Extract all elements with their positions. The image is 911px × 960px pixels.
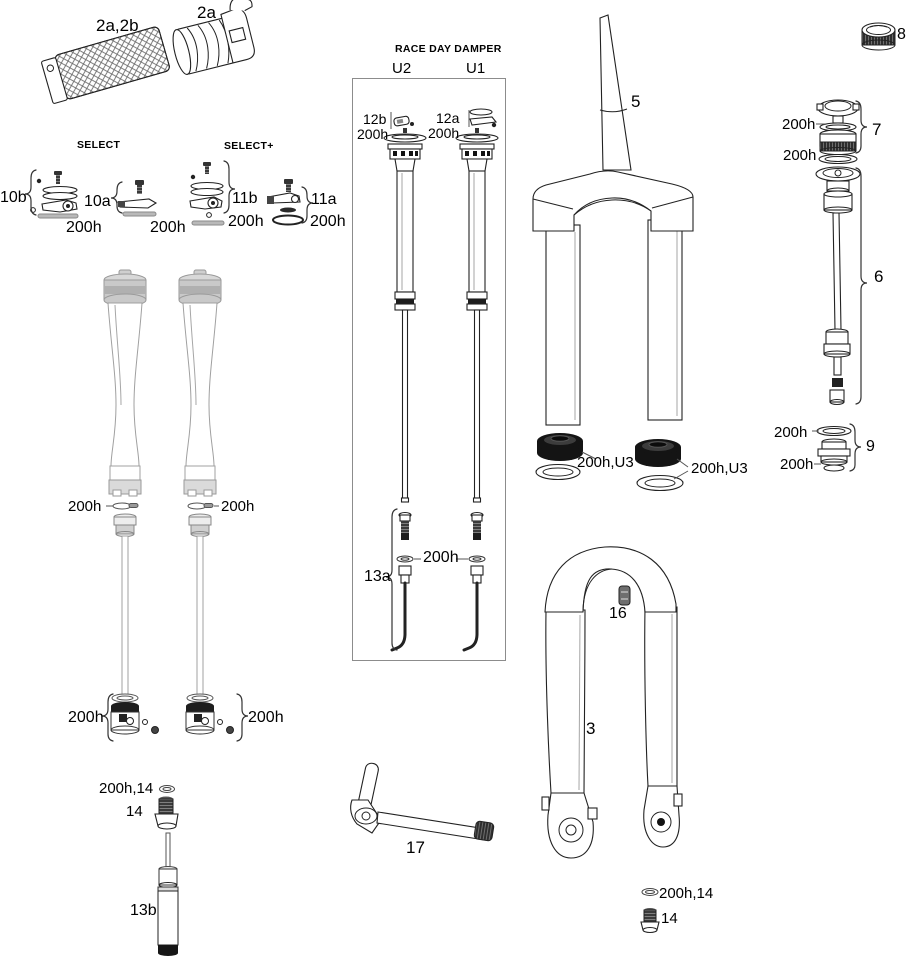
label-grip-pair: 2a,2b <box>96 16 139 35</box>
label-12a: 12a <box>436 110 460 126</box>
label-7-seal: 200h <box>782 116 816 133</box>
selectplus-header: SELECT+ <box>224 140 274 152</box>
damper-u1-art <box>454 126 500 652</box>
label-6: 6 <box>874 267 884 286</box>
damper-adjuster-12b-art <box>390 112 414 129</box>
label-washer-right: 200h,14 <box>659 885 714 902</box>
grip-art <box>41 26 170 104</box>
lowers-art <box>541 546 683 859</box>
label-10b: 10b <box>0 189 27 206</box>
label-10a-seal: 200h <box>150 219 186 236</box>
brace-bottom-left-seal <box>101 693 114 742</box>
brace-bottom-right-seal <box>236 693 249 742</box>
selectplus-kit-11b-art <box>189 162 225 226</box>
label-7: 7 <box>872 120 882 139</box>
brace-11a <box>301 186 314 224</box>
label-16: 16 <box>609 605 627 622</box>
topcap-assembly-art <box>816 99 860 165</box>
label-17: 17 <box>406 838 425 857</box>
brace-10b <box>24 169 37 216</box>
select-kit-10a-art <box>117 180 158 217</box>
label-12b: 12b <box>363 111 387 127</box>
selectplus-kit-11a-art <box>267 179 304 226</box>
label-11b-seal: 200h <box>228 213 264 230</box>
label-13b: 13b <box>130 902 157 919</box>
label-washer-left: 200h,14 <box>99 780 154 797</box>
label-10b-seal: 200h <box>66 219 102 236</box>
select-header: SELECT <box>77 139 121 151</box>
label-dust-seal-left: 200h,U3 <box>577 454 634 471</box>
label-11b: 11b <box>232 190 258 207</box>
label-mid-seal-left: 200h <box>68 498 102 515</box>
topcap-knob-art <box>861 22 896 51</box>
label-dust-seal-right: 200h,U3 <box>691 460 748 477</box>
brace-9 <box>849 423 862 472</box>
race-day-damper-box <box>352 78 506 661</box>
label-12b-seal: 200h <box>357 126 389 142</box>
label-7-lower-seal: 200h <box>783 147 817 164</box>
label-10a: 10a <box>84 193 111 210</box>
race-day-damper-header: RACE DAY DAMPER <box>395 43 502 55</box>
label-9-top-seal: 200h <box>774 424 808 441</box>
label-bottom-seal-right: 200h <box>248 709 284 726</box>
axle-art <box>350 762 495 842</box>
label-u2: U2 <box>392 60 412 77</box>
twistloc-remote-art <box>172 0 255 75</box>
dust-seal-right-art <box>635 439 689 492</box>
label-9-bottom-seal: 200h <box>780 456 814 473</box>
brace-7 <box>855 100 868 154</box>
label-5: 5 <box>631 92 641 111</box>
label-u1: U1 <box>466 60 486 77</box>
select-kit-10b-art <box>30 171 79 219</box>
label-9: 9 <box>866 438 875 455</box>
csu-art <box>532 14 694 426</box>
label-12a-seal: 200h <box>428 125 460 141</box>
brace-11b <box>223 160 236 214</box>
dust-seal-left-art <box>535 433 597 481</box>
brace-6 <box>855 167 868 405</box>
label-grip-remote: 2a <box>197 3 216 22</box>
brace-13a <box>385 508 398 651</box>
label-bolt-left: 14 <box>126 803 143 820</box>
label-bolt-right: 14 <box>661 910 678 927</box>
seal-head-art <box>812 425 852 472</box>
label-11a-seal: 200h <box>310 213 346 230</box>
label-mid-seal-right: 200h <box>221 498 255 515</box>
label-3: 3 <box>586 719 596 738</box>
air-shaft-art <box>815 166 861 405</box>
label-bottom-seal-left: 200h <box>68 709 104 726</box>
rebound-damper-13b-art <box>157 832 179 956</box>
spring-leg-left-art <box>103 269 159 735</box>
shaft-bolt-right-art <box>640 888 660 934</box>
label-13a-seal: 200h <box>423 549 459 566</box>
label-11a: 11a <box>311 191 337 208</box>
label-8: 8 <box>897 26 906 43</box>
brace-10a <box>110 181 123 214</box>
damper-adjuster-12a-art <box>468 108 498 128</box>
shaft-bolt-left-art <box>154 785 179 830</box>
label-13a: 13a <box>364 568 391 585</box>
